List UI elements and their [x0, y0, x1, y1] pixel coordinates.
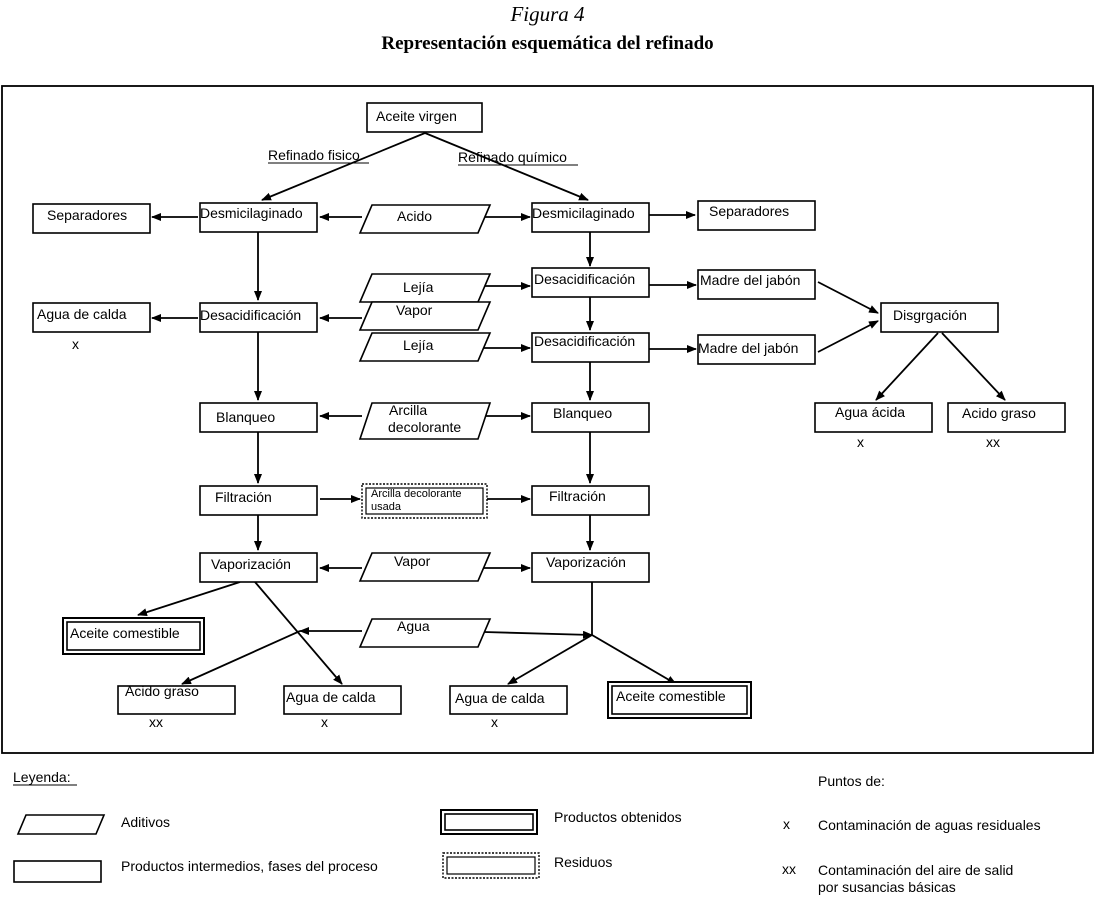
label-agua-acida: Agua ácida — [835, 404, 905, 420]
box-chem-vaporizacion — [531, 552, 650, 583]
label-disgregacion: Disgrgación — [893, 307, 967, 323]
route-chemical-label: Refinado químico — [458, 149, 567, 165]
additive-agua — [358, 618, 492, 648]
legend-contaminacion-aire-2: por susancias básicas — [818, 879, 956, 895]
box-phys-desmicilaginado — [199, 202, 318, 233]
additive-vapor-1 — [358, 301, 492, 331]
label-additive-lejia-2: Lejía — [403, 337, 434, 353]
label-agua-calda-b2: Agua de calda — [455, 690, 545, 706]
label-additive-agua: Agua — [397, 618, 430, 634]
label-phys-vaporizacion: Vaporización — [211, 556, 291, 572]
label-chem-filtracion: Filtración — [549, 488, 606, 504]
legend-puntos-title: Puntos de: — [818, 773, 885, 789]
box-agua-acida — [814, 402, 933, 433]
mark-agua-calda-left: x — [72, 336, 79, 352]
label-agua-calda-b1: Agua de calda — [286, 689, 376, 705]
mark-agua-calda-b1: x — [321, 714, 328, 730]
legend-aditivos: Aditivos — [121, 814, 170, 830]
label-separadores-right: Separadores — [709, 203, 789, 219]
box-separadores-right — [697, 200, 816, 231]
box-disgregacion — [880, 302, 999, 333]
route-physical-label: Refinado fisico — [268, 147, 360, 163]
box-phys-desacidificacion — [199, 302, 318, 333]
label-additive-vapor-2: Vapor — [394, 553, 431, 569]
mark-agua-acida: x — [857, 434, 864, 450]
legend-intermedios: Productos intermedios, fases del proceso — [121, 858, 378, 874]
label-madre-jabon-2: Madre del jabón — [698, 340, 798, 356]
box-arcilla-usada — [361, 483, 488, 519]
box-chem-filtracion — [531, 485, 650, 516]
label-chem-vaporizacion: Vaporización — [546, 554, 626, 570]
label-chem-desacidificacion-2: Desacidificación — [534, 333, 635, 349]
label-aceite-comestible-left: Aceite comestible — [70, 625, 180, 641]
box-phys-filtracion — [199, 485, 318, 516]
box-separadores-left — [32, 203, 151, 234]
box-acido-graso-right — [947, 402, 1066, 433]
figure-caption: Representación esquemática del refinado — [381, 33, 714, 54]
figure-number: Figura 4 — [510, 2, 585, 26]
legend-mark-x: x — [783, 816, 790, 832]
label-additive-vapor-1: Vapor — [396, 302, 433, 318]
box-agua-calda-b1 — [283, 685, 402, 715]
label-chem-desacidificacion-1: Desacidificación — [534, 271, 635, 287]
label-phys-desmicilaginado: Desmicilaginado — [200, 205, 303, 221]
mark-agua-calda-b2: x — [491, 714, 498, 730]
diagram-frame — [1, 85, 1094, 754]
additive-lejia-2 — [358, 332, 492, 362]
box-chem-desacidificacion-2 — [531, 332, 650, 363]
legend-contaminacion-aire-1: Contaminación del aire de salid — [818, 862, 1013, 878]
box-chem-blanqueo — [531, 402, 650, 433]
box-madre-jabon-1 — [697, 269, 816, 300]
label-additive-arcilla-line1: Arcilla — [389, 402, 427, 418]
label-acido-graso-bottom: Acido graso — [125, 683, 199, 699]
box-aceite-virgen — [366, 102, 483, 133]
label-additive-arcilla-line2: decolorante — [388, 419, 461, 435]
additive-acido — [358, 204, 492, 234]
legend-obtenidos: Productos obtenidos — [554, 809, 682, 825]
additive-vapor-2 — [358, 552, 492, 582]
mark-acido-graso-bottom: xx — [149, 714, 163, 730]
legend-aditivos-symbol — [16, 814, 106, 835]
legend: Leyenda: Aditivos Productos intermedios,… — [13, 769, 1041, 895]
box-phys-vaporizacion — [199, 552, 318, 583]
mark-acido-graso-right: xx — [986, 434, 1000, 450]
connectors — [137, 132, 1006, 685]
box-agua-calda-b2 — [449, 685, 568, 715]
box-phys-blanqueo — [199, 402, 318, 433]
label-additive-acido: Acido — [397, 208, 432, 224]
label-additive-lejia-1: Lejía — [403, 279, 434, 295]
label-chem-desmicilaginado: Desmicilaginado — [532, 205, 635, 221]
label-phys-blanqueo: Blanqueo — [216, 409, 275, 425]
box-chem-desmicilaginado — [531, 202, 650, 233]
label-chem-blanqueo: Blanqueo — [553, 405, 612, 421]
legend-intermedios-symbol — [13, 860, 102, 883]
label-agua-calda-left: Agua de calda — [37, 306, 127, 322]
box-chem-desacidificacion-1 — [531, 267, 650, 298]
label-phys-filtracion: Filtración — [215, 489, 272, 505]
box-acido-graso-bottom — [117, 685, 236, 715]
box-aceite-virgen-label: Aceite virgen — [376, 108, 457, 124]
legend-residuos: Residuos — [554, 854, 612, 870]
box-madre-jabon-2 — [697, 334, 816, 365]
box-aceite-comestible-left — [62, 617, 205, 655]
label-madre-jabon-1: Madre del jabón — [700, 272, 800, 288]
label-aceite-comestible-right: Aceite comestible — [616, 688, 726, 704]
label-arcilla-usada-line1: Arcilla decolorante — [371, 488, 462, 500]
label-separadores-left: Separadores — [47, 207, 127, 223]
additive-arcilla — [358, 402, 492, 440]
label-acido-graso-right: Acido graso — [962, 405, 1036, 421]
box-agua-calda-left — [32, 302, 151, 333]
legend-mark-xx: xx — [782, 861, 796, 877]
legend-title: Leyenda: — [13, 769, 71, 785]
box-aceite-comestible-right — [607, 681, 752, 719]
label-phys-desacidificacion: Desacidificación — [200, 307, 301, 323]
label-arcilla-usada-line2: usada — [371, 501, 402, 513]
legend-contaminacion-aguas: Contaminación de aguas residuales — [818, 817, 1041, 833]
